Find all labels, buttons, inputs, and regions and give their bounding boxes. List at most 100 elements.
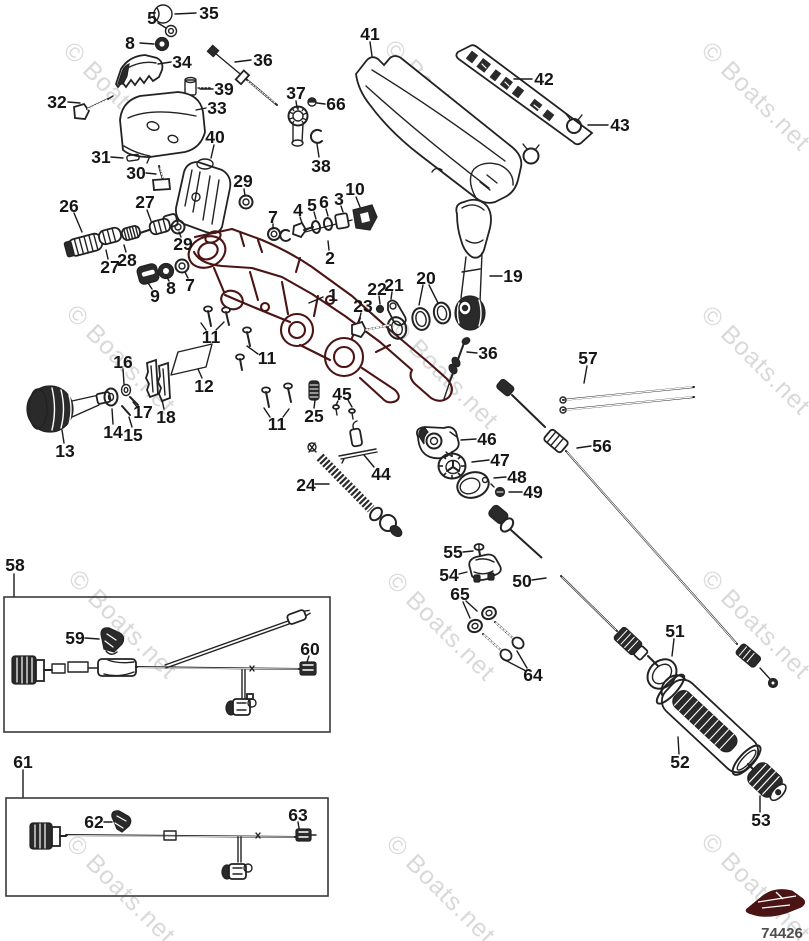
callout-leader-line	[502, 658, 527, 672]
callout-number: 8	[125, 33, 135, 53]
part-decal-42	[455, 44, 594, 146]
callout-number: 36	[253, 50, 273, 70]
callout-36: 36	[234, 50, 273, 70]
callout-number: 29	[173, 234, 193, 254]
part-detent-18	[145, 358, 171, 403]
callout-53: 53	[751, 795, 771, 830]
callout-35: 35	[174, 3, 219, 23]
callout-9: 9	[147, 282, 160, 306]
part-bushing-29b	[170, 219, 186, 235]
part-clamp-54	[468, 553, 502, 583]
callout-number: 59	[65, 628, 85, 648]
callout-number: 28	[117, 250, 137, 270]
callout-leader-line	[340, 205, 344, 213]
callout-17: 17	[132, 401, 153, 422]
watermark: © Boats.net	[696, 300, 809, 420]
callout-leader-line	[105, 249, 109, 260]
callout-3: 3	[334, 189, 344, 213]
callout-number: 14	[103, 422, 123, 442]
part-cable-56	[496, 378, 779, 689]
callout-leader-line	[157, 61, 172, 65]
callout-leader-line	[462, 601, 471, 619]
callout-leader-line	[325, 208, 329, 217]
callout-36: 36	[466, 343, 498, 363]
callout-number: 58	[5, 555, 25, 575]
callout-number: 57	[578, 348, 597, 368]
callout-number: 64	[523, 665, 543, 685]
callout-number: 5	[307, 195, 317, 215]
part-gasket-12	[170, 343, 213, 376]
watermark: © Boats.net	[696, 827, 809, 941]
callout-leader-line	[195, 107, 207, 111]
callout-39: 39	[199, 79, 234, 99]
callout-30: 30	[126, 163, 157, 183]
callout-37: 37	[286, 83, 306, 109]
callout-leader-line	[132, 401, 138, 408]
part-washers-65	[467, 605, 497, 634]
part-screws-11	[203, 305, 293, 408]
callout-10: 10	[345, 179, 365, 208]
part-washer-16	[120, 383, 132, 397]
callout-number: 4	[293, 200, 303, 220]
callout-25: 25	[304, 399, 324, 426]
callout-number: 21	[384, 275, 404, 295]
part-pin-39	[184, 76, 211, 96]
callout-42: 42	[513, 69, 554, 89]
part-clip-38	[309, 128, 323, 144]
part-grip-26	[63, 232, 104, 258]
callout-number: 25	[304, 406, 324, 426]
part-cover-41	[355, 55, 523, 204]
callout-leader-line	[295, 100, 298, 109]
callout-leader-line	[157, 22, 167, 29]
callout-11: 11	[246, 345, 277, 368]
callout-7: 7	[184, 271, 195, 295]
callout-20: 20	[416, 268, 439, 306]
callout-number: 31	[91, 147, 111, 167]
callout-number: 7	[185, 275, 195, 295]
callout-leader-line	[161, 399, 165, 410]
callout-number: 61	[13, 752, 33, 772]
callout-leader-line	[210, 144, 215, 159]
callout-45: 45	[332, 384, 353, 408]
callout-number: 35	[199, 3, 219, 23]
part-nut-8	[154, 36, 170, 52]
callout-number: 60	[300, 639, 320, 659]
callout-6: 6	[319, 192, 329, 217]
part-cam-34	[115, 54, 164, 89]
callout-8: 8	[166, 276, 176, 298]
callout-number: 20	[416, 268, 436, 288]
callout-leader-line	[174, 12, 197, 15]
callout-leader-line	[363, 454, 375, 468]
callout-18: 18	[156, 399, 176, 427]
callout-leader-line	[73, 212, 83, 233]
callout-leader-line	[516, 650, 528, 669]
callout-56: 56	[576, 436, 612, 456]
callout-number: 17	[133, 402, 152, 422]
callout-leader-line	[462, 550, 474, 553]
part-rods-57	[559, 386, 695, 414]
callout-leader-line	[122, 368, 125, 385]
callout-leader-line	[146, 209, 152, 222]
callout-number: 44	[371, 464, 391, 484]
callout-23: 23	[353, 296, 373, 322]
callout-62: 62	[84, 812, 113, 832]
callout-leader-line	[110, 156, 124, 159]
callout-49: 49	[508, 482, 543, 502]
callout-46: 46	[460, 429, 497, 449]
callout-number: 22	[367, 279, 387, 299]
callout-number: 23	[353, 296, 373, 316]
callout-leader-line	[378, 295, 381, 305]
callout-51: 51	[665, 621, 685, 657]
callout-11: 11	[263, 407, 290, 434]
boat-logo	[745, 889, 806, 917]
callout-61: 61	[13, 752, 33, 798]
callout-number: 45	[332, 384, 352, 404]
callout-57: 57	[578, 348, 598, 384]
callout-number: 24	[296, 475, 316, 495]
callout-leader-line	[308, 296, 324, 304]
callout-number: 6	[319, 192, 329, 212]
callout-leader-line	[297, 821, 300, 829]
part-switch-housing-46	[416, 426, 460, 460]
callout-38: 38	[311, 143, 331, 176]
